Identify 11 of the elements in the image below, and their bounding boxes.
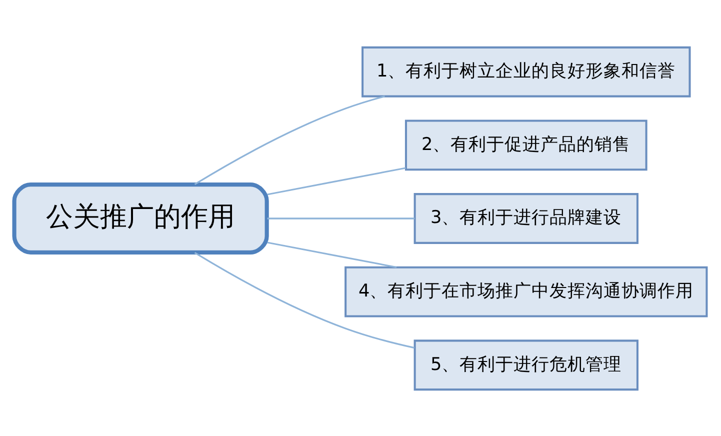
connector	[194, 251, 415, 348]
connector	[267, 217, 415, 219]
node-box: 5、有利于进行危机管理	[414, 339, 638, 390]
node-box: 3、有利于进行品牌建设	[414, 192, 638, 244]
connector	[194, 95, 385, 185]
connector	[267, 241, 397, 268]
connector	[267, 166, 406, 195]
node-box: 公关推广的作用	[12, 182, 269, 254]
node-box: 1、有利于树立企业的良好形象和信誉	[362, 46, 691, 97]
node-box: 4、有利于在市场推广中发挥沟通协调作用	[344, 266, 708, 317]
node-box: 2、有利于促进产品的销售	[404, 119, 648, 170]
